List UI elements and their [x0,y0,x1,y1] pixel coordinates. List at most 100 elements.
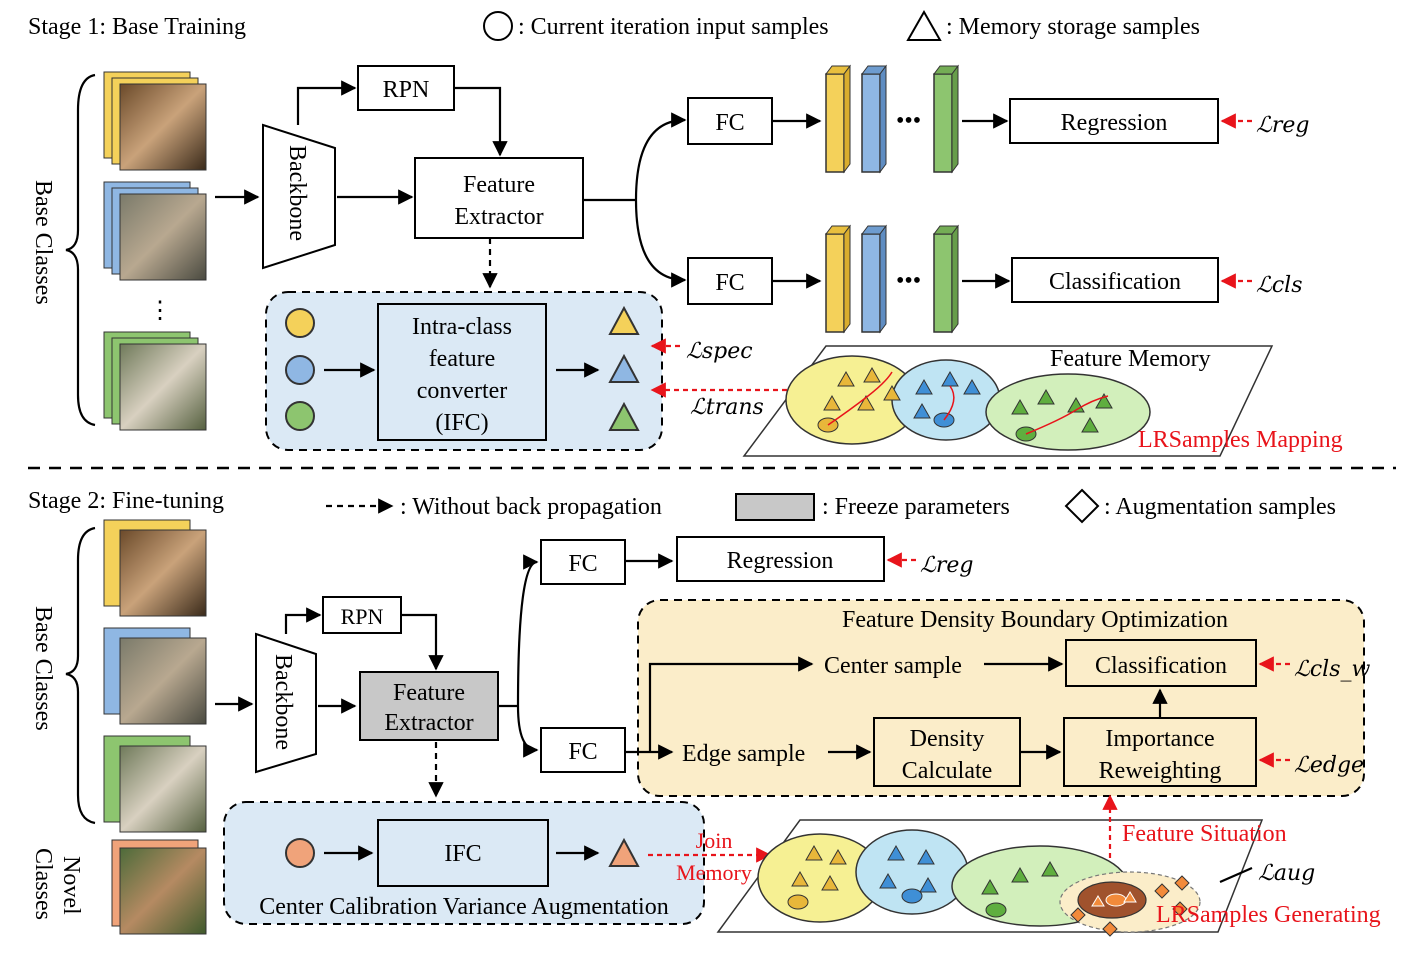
stage1-ellipsis-top: ••• [896,108,921,134]
legend-circle-icon [483,11,513,41]
legend-freeze-text: : Freeze parameters [822,494,1010,520]
stage1-feature-bars-bottom: ••• [825,224,959,334]
stage2-loss-reg: ℒreg [920,553,973,578]
stage1-classification-box [1011,257,1219,303]
stage1-loss-reg: ℒreg [1256,113,1309,138]
stage2-classification-label: Classification [1095,653,1227,679]
stage2-fe-line1: Feature [393,680,465,706]
stage1-fc-bottom-label: FC [715,270,744,296]
stage2-cat-image-stack [103,627,207,725]
stage2-backbone-label: Backbone [270,654,296,750]
stage1-loss-spec: ℒspec [686,339,753,364]
stage2-density-line2: Calculate [902,758,993,784]
stage1-brace [65,73,96,427]
stage1-fc-bottom [687,257,773,305]
stage2-novel-line2: Classes [30,848,56,920]
stage2-density-line1: Density [910,726,985,752]
stage2-lrsamples-generating: LRSamples Generating [1156,902,1381,928]
stage1-rpn-box [357,65,455,111]
stage2-title: Stage 2: Fine-tuning [28,488,224,514]
stage1-base-classes-label: Base Classes [30,180,56,305]
stage2-regression-box [676,536,885,582]
stage2-join-line2: Memory [676,860,752,885]
stage1-green-output-triangle [608,401,640,431]
stage2-importance-line2: Reweighting [1099,758,1222,784]
stage1-feature-bars-top: ••• [825,64,959,174]
stage1-yellow-input-circle [285,308,315,338]
stage1-rpn-label: RPN [383,77,430,103]
stage1-ifc-line3: converter [417,378,508,404]
stage2-classification-box [1065,639,1257,687]
stage2-fc-top-label: FC [568,551,597,577]
stage2-density-calculate-box [873,717,1021,787]
stage1-loss-cls: ℒcls [1256,273,1303,298]
stage1-blue-output-triangle [608,353,640,383]
stage1-fc-top-label: FC [715,110,744,136]
stage1-dog-image-stack [103,71,207,171]
stage2-join-line1: Join [696,828,733,853]
stage2-edge-sample: Edge sample [682,741,805,767]
stage1-fe-line1: Feature [463,172,535,198]
stage2-orange-output-triangle [608,837,640,867]
stage2-rpn-box [322,596,402,634]
stage1-ifc-line2: feature [429,346,496,372]
stage1-title: Stage 1: Base Training [28,14,246,40]
stage2-ifc-box [377,819,549,887]
stage2-orange-input-circle [285,838,315,868]
stage1-yellow-output-triangle [608,305,640,335]
stage2-dog-image-stack [103,519,207,617]
stage1-ifc-box [377,303,547,441]
stage2-feature-memory [716,819,1264,937]
legend-dashed-text: : Without back propagation [400,494,662,520]
legend-triangle-text: : Memory storage samples [946,14,1200,40]
legend-circle-text: : Current iteration input samples [518,14,829,40]
stage1-cat-image-stack [103,181,207,281]
stage2-importance-line1: Importance [1105,726,1214,752]
stage2-fe-line2: Extractor [384,710,473,736]
stage1-blue-input-circle [285,355,315,385]
stage2-ccva-label: Center Calibration Variance Augmentation [259,894,668,920]
stage1-backbone [262,123,336,270]
stage1-classification-label: Classification [1049,269,1181,295]
stage1-feature-extractor [414,157,584,239]
stage2-fc-bottom [540,727,626,773]
stage2-loss-aug: ℒaug [1258,861,1315,886]
stage2-rpn-label: RPN [341,604,384,629]
stage2-center-sample: Center sample [824,653,962,679]
stage1-horse-image-stack [103,331,207,431]
stage2-base-classes-label: Base Classes [30,606,56,731]
stage1-fc-top [687,97,773,145]
stage2-fc-top [540,539,626,585]
stage2-loss-cls-w: ℒcls_w [1294,657,1370,682]
stage1-backbone-label: Backbone [284,145,310,241]
stage2-fc-bottom-label: FC [568,739,597,765]
stage2-backbone [255,632,317,774]
legend-diamond-icon [1064,488,1100,524]
stage1-green-input-circle [285,401,315,431]
stage1-feature-memory-label: Feature Memory [1050,346,1211,372]
stage1-ifc-line1: Intra-class [412,314,512,340]
legend-freeze-icon [735,493,815,521]
stage2-novel-line1: Novel [58,856,84,915]
stage2-feature-situation: Feature Situation [1122,821,1287,847]
stage1-regression-box [1009,98,1219,144]
legend-triangle-icon [906,9,942,41]
stage2-ifc-label: IFC [444,841,481,867]
stage2-brace [65,526,96,825]
stage2-fdbo-title: Feature Density Boundary Optimization [842,607,1228,633]
stage1-lrsamples-mapping: LRSamples Mapping [1138,427,1343,453]
stage1-ifc-line4: (IFC) [435,410,488,436]
legend-diamond-text: : Augmentation samples [1104,494,1336,520]
stage2-horse-image-stack [103,735,207,833]
stage2-cow-image-stack [111,839,207,935]
stage1-feature-memory [742,345,1274,457]
stage1-ellipsis-bottom: ••• [896,268,921,294]
stage1-fe-line2: Extractor [454,204,543,230]
stage1-regression-label: Regression [1061,110,1168,136]
stage2-loss-edge: ℒedge [1294,753,1364,778]
stage1-vertical-dots: ⋮ [148,298,172,324]
stage2-importance-box [1063,717,1257,787]
stage1-loss-trans: ℒtrans [690,395,764,420]
